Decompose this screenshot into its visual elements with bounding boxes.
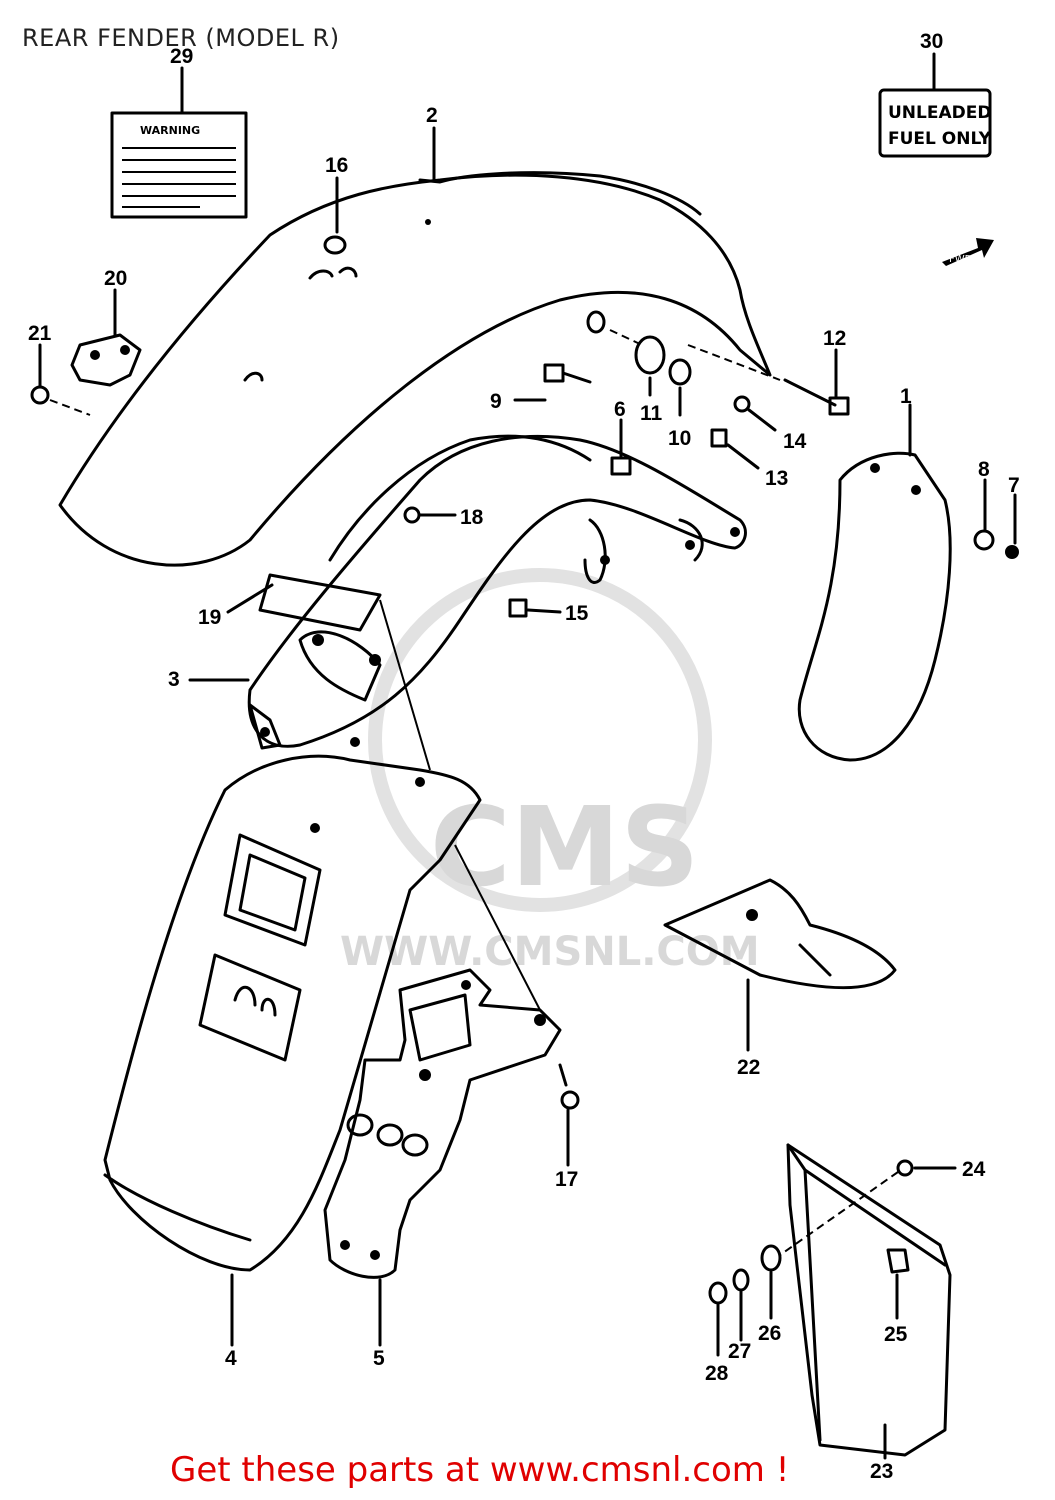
callout-29: 29 bbox=[170, 45, 193, 68]
callout-26: 26 bbox=[758, 1322, 781, 1345]
callout-11: 11 bbox=[640, 402, 663, 425]
callout-5: 5 bbox=[373, 1347, 385, 1370]
callout-23: 23 bbox=[870, 1460, 893, 1483]
callout-1: 1 bbox=[900, 385, 912, 408]
callout-9: 9 bbox=[490, 390, 502, 413]
callout-numbers: 1 2 3 4 5 6 7 8 9 10 11 12 13 14 15 16 1… bbox=[28, 30, 1020, 1483]
callout-21: 21 bbox=[28, 322, 52, 345]
callout-28: 28 bbox=[705, 1362, 729, 1385]
callout-15: 15 bbox=[565, 602, 589, 625]
watermark-brand: CMS bbox=[430, 783, 699, 911]
rear-fender-4 bbox=[103, 754, 482, 1347]
callout-14: 14 bbox=[783, 430, 807, 453]
cover-22 bbox=[663, 878, 897, 1052]
callout-25: 25 bbox=[884, 1323, 908, 1346]
footer-link[interactable]: Get these parts at www.cmsnl.com ! bbox=[170, 1450, 790, 1490]
callout-6: 6 bbox=[614, 398, 626, 421]
callout-16: 16 bbox=[325, 154, 348, 177]
callout-22: 22 bbox=[737, 1056, 760, 1079]
callout-10: 10 bbox=[668, 427, 691, 450]
fuel-label-line2: FUEL ONLY bbox=[888, 129, 992, 149]
callout-3: 3 bbox=[168, 668, 180, 691]
callout-8: 8 bbox=[978, 458, 990, 481]
callout-13: 13 bbox=[765, 467, 788, 490]
callout-7: 7 bbox=[1008, 474, 1020, 497]
callout-4: 4 bbox=[225, 1347, 237, 1370]
page-title: REAR FENDER (MODEL R) bbox=[22, 24, 340, 52]
svg-text:FWD: FWD bbox=[949, 254, 973, 265]
fuel-label-30: UNLEADED FUEL ONLY bbox=[878, 52, 992, 158]
fuel-label-line1: UNLEADED bbox=[888, 103, 991, 123]
watermark-url: WWW.CMSNL.COM bbox=[340, 929, 760, 975]
callout-30: 30 bbox=[920, 30, 943, 53]
fwd-arrow-icon: FWD bbox=[942, 238, 994, 266]
mud-flap-1 bbox=[797, 403, 952, 762]
callout-24: 24 bbox=[962, 1158, 986, 1181]
callout-19: 19 bbox=[198, 606, 221, 629]
watermark: CMS WWW.CMSNL.COM bbox=[340, 568, 760, 975]
license-bracket-5 bbox=[323, 968, 562, 1347]
callout-27: 27 bbox=[728, 1340, 751, 1363]
rear-fender-2 bbox=[58, 126, 772, 567]
warning-label-29: WARNING bbox=[110, 66, 248, 219]
callout-2: 2 bbox=[426, 104, 438, 127]
callout-17: 17 bbox=[555, 1168, 578, 1191]
license-plate-23 bbox=[786, 1143, 952, 1460]
warning-label-text: WARNING bbox=[140, 124, 200, 137]
callout-12: 12 bbox=[823, 327, 846, 350]
callout-18: 18 bbox=[460, 506, 484, 529]
fasteners bbox=[30, 176, 1019, 1357]
callout-20: 20 bbox=[104, 267, 127, 290]
frame-3 bbox=[188, 434, 747, 750]
